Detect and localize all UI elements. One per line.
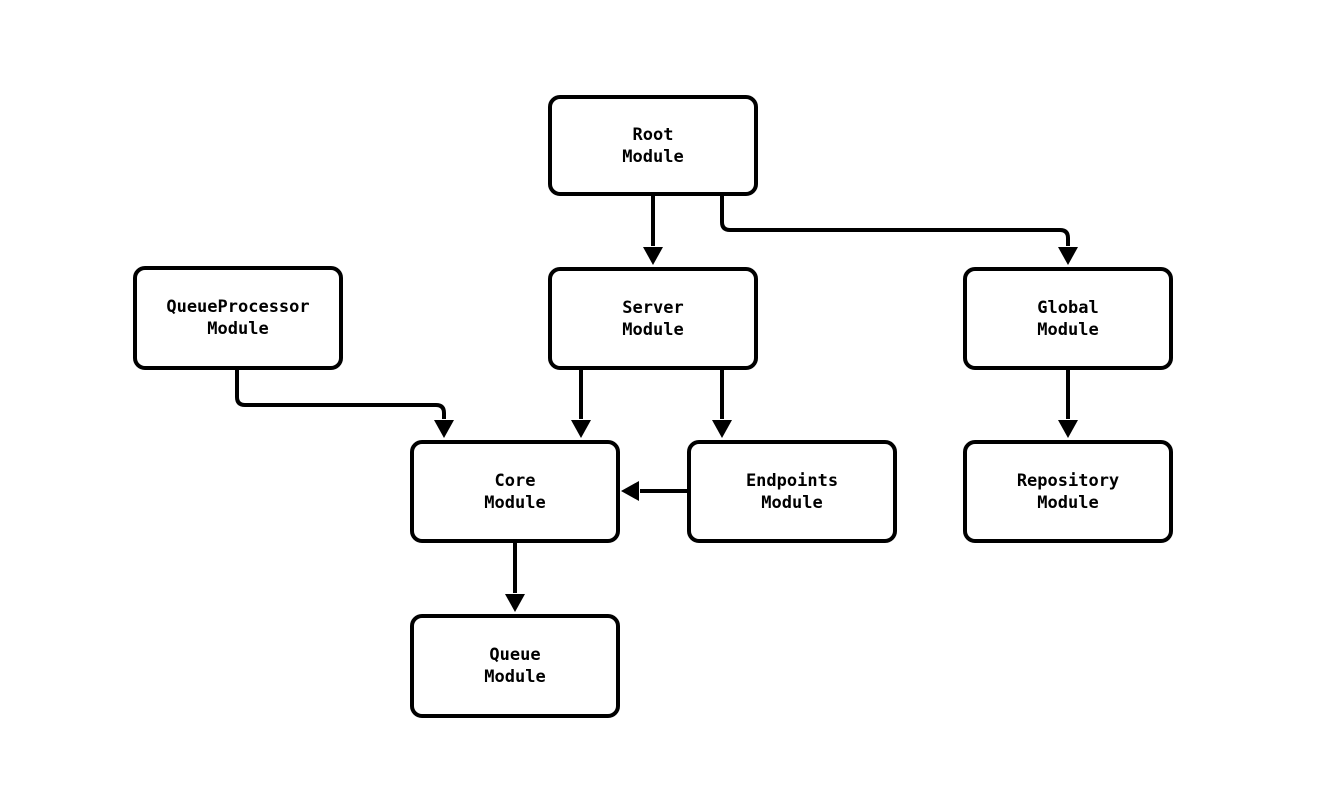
edge-queueprocessor-to-core [235, 370, 454, 438]
edge-root-to-global [720, 196, 1078, 265]
node-root[interactable]: Root Module [548, 95, 758, 196]
node-core[interactable]: Core Module [410, 440, 620, 543]
node-server[interactable]: Server Module [548, 267, 758, 370]
node-global-label: Global Module [1037, 297, 1099, 340]
node-core-label: Core Module [484, 470, 546, 513]
node-queue-label: Queue Module [484, 645, 546, 687]
edge-global-to-repository [1058, 370, 1078, 438]
node-endpoints[interactable]: Endpoints Module [687, 440, 897, 543]
node-repository[interactable]: Repository Module [963, 440, 1173, 543]
node-root-label: Root Module [622, 124, 684, 167]
edge-core-to-queue [505, 543, 525, 612]
node-queue[interactable]: Queue Module [410, 614, 620, 718]
node-server-label: Server Module [622, 297, 684, 340]
edge-server-to-core [571, 370, 591, 438]
node-queueprocessor[interactable]: QueueProcessor Module [133, 266, 343, 370]
node-repository-label: Repository Module [1016, 470, 1120, 513]
edge-endpoints-to-core [621, 481, 687, 501]
edge-root-to-server [643, 196, 663, 265]
node-queueprocessor-label: QueueProcessor Module [166, 297, 310, 339]
node-global[interactable]: Global Module [963, 267, 1173, 370]
edge-server-to-endpoints [712, 370, 732, 438]
node-endpoints-label: Endpoints Module [745, 470, 839, 513]
